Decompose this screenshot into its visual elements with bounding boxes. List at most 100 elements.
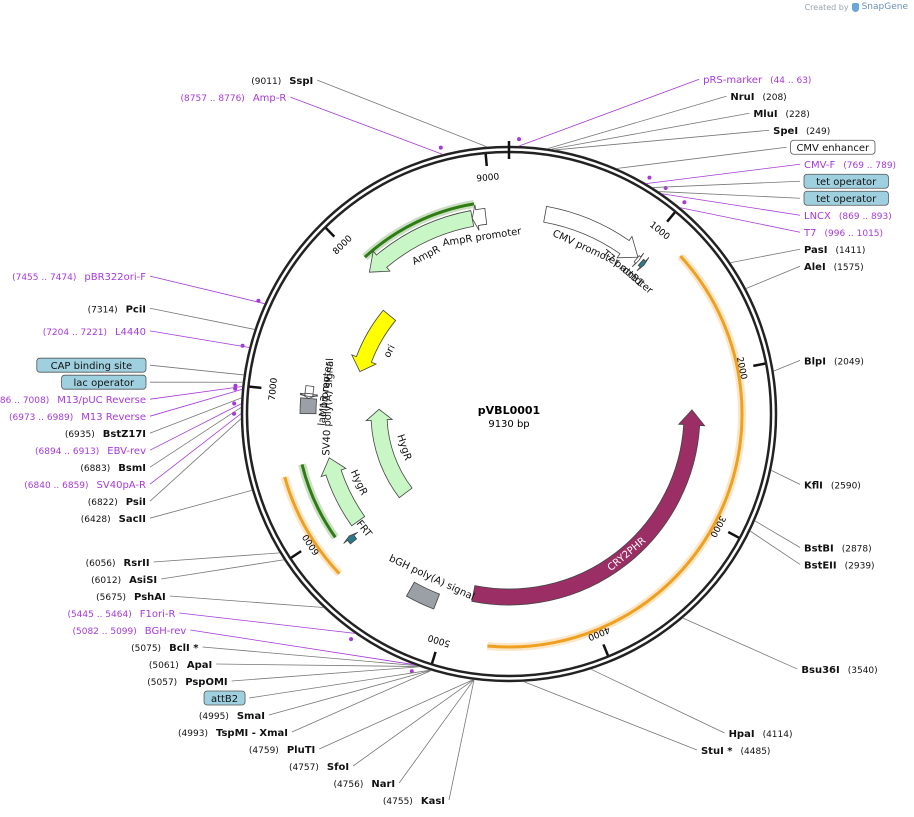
- feature-t7-promoter[interactable]: [631, 252, 645, 268]
- enzyme-label[interactable]: (4995)SmaI: [199, 711, 265, 722]
- leader-line: [518, 78, 700, 147]
- primer-label[interactable]: (6986 .. 7008)M13/pUC Reverse: [0, 395, 146, 406]
- enzyme-label[interactable]: (4757)SfoI: [289, 762, 349, 773]
- enzyme-label[interactable]: (6012)AsiSI: [91, 575, 157, 586]
- enzyme-label[interactable]: (4756)NarI: [333, 779, 395, 790]
- enzyme-label[interactable]: HpaI(4114): [729, 729, 793, 740]
- primer-site-marker: [256, 298, 261, 303]
- enzyme-label[interactable]: MluI(228): [753, 109, 809, 120]
- leader-line: [231, 666, 421, 682]
- enzyme-label[interactable]: (4755)KasI: [383, 796, 445, 807]
- enzyme-label[interactable]: (5061)ApaI: [149, 660, 212, 671]
- enzyme-label[interactable]: (5075)BclI *: [131, 643, 199, 654]
- primer-name: LNCX: [804, 211, 831, 222]
- primer-label[interactable]: (6840 .. 6859)SV40pA-R: [24, 480, 146, 491]
- primer-label[interactable]: T7(996 .. 1015): [803, 228, 883, 239]
- primer-label[interactable]: LNCX(869 .. 893): [804, 211, 892, 222]
- primer-name: CMV-F: [804, 160, 835, 171]
- enzyme-position: (6822): [88, 498, 118, 508]
- enzyme-label[interactable]: NruI(208): [730, 92, 786, 103]
- feature-ampr-promoter[interactable]: [471, 204, 488, 231]
- primer-name: pRS-marker: [703, 75, 763, 86]
- primer-label[interactable]: (5445 .. 5464)F1ori-R: [67, 609, 175, 620]
- primer-site-marker: [647, 175, 652, 180]
- feature-hygr[interactable]: [365, 408, 413, 499]
- tick-label: 1000: [647, 220, 671, 242]
- primer-label[interactable]: (6894 .. 6913)EBV-rev: [35, 446, 146, 457]
- enzyme-label[interactable]: BstEII(2939): [804, 560, 875, 571]
- feature-bgh-poly-a-signal[interactable]: [405, 581, 441, 610]
- primer-label[interactable]: (5082 .. 5099)BGH-rev: [72, 626, 186, 637]
- boxed-feature-label[interactable]: tet operator: [816, 194, 877, 205]
- leader-line: [268, 669, 431, 716]
- leader-line: [645, 163, 801, 184]
- enzyme-name: BstEII: [804, 560, 837, 571]
- enzyme-name: NarI: [371, 779, 395, 790]
- enzyme-label[interactable]: BstBI(2878): [804, 543, 872, 554]
- enzyme-label[interactable]: (7314)PciI: [88, 304, 146, 315]
- feature-box: [803, 190, 889, 206]
- enzyme-label[interactable]: (6935)BstZ17I: [65, 429, 146, 440]
- primer-label[interactable]: (6973 .. 6989)M13 Reverse: [9, 412, 146, 423]
- primer-label[interactable]: (7455 .. 7474)pBR322ori-F: [12, 272, 146, 283]
- enzyme-name: NruI: [730, 92, 754, 103]
- enzyme-label[interactable]: PasI(1411): [804, 245, 865, 256]
- enzyme-position: (3540): [848, 666, 878, 676]
- feature-m13-rev[interactable]: [299, 392, 318, 397]
- primer-site-marker: [409, 669, 414, 674]
- boxed-feature-label[interactable]: CMV enhancer: [796, 143, 870, 154]
- feature-hygr[interactable]: [320, 457, 366, 527]
- tick-label: 2000: [734, 356, 748, 381]
- primer-label[interactable]: pRS-marker(44 .. 63): [703, 75, 811, 86]
- enzyme-label[interactable]: Bsu36I(3540): [801, 665, 877, 676]
- enzyme-name: AsiSI: [129, 575, 157, 586]
- enzyme-position: (5075): [131, 644, 161, 654]
- leader-line: [149, 364, 244, 376]
- boxed-feature-label[interactable]: attB2: [211, 694, 238, 705]
- enzyme-label[interactable]: (6883)BsmI: [80, 463, 146, 474]
- leader-line: [169, 595, 324, 608]
- enzyme-name: PshAI: [134, 592, 166, 603]
- boxed-feature-label[interactable]: CAP binding site: [51, 361, 133, 372]
- leader-line: [149, 413, 242, 485]
- enzyme-label[interactable]: KflI(2590): [804, 480, 861, 491]
- primer-range: (6973 .. 6989): [9, 413, 73, 423]
- boxed-feature-label[interactable]: lac operator: [74, 378, 135, 389]
- feature-ori[interactable]: [350, 309, 397, 373]
- enzyme-label[interactable]: (9011)SspI: [251, 76, 313, 87]
- enzyme-name: AleI: [804, 262, 826, 273]
- enzyme-label[interactable]: BlpI(2049): [804, 356, 864, 367]
- primer-label[interactable]: (7204 .. 7221)L4440: [43, 327, 146, 338]
- credit-brand: SnapGene: [861, 2, 908, 12]
- tick-mark: [430, 651, 437, 664]
- boxed-feature-label[interactable]: tet operator: [816, 177, 877, 188]
- enzyme-label[interactable]: SpeI(249): [773, 126, 830, 137]
- orf-arc: [363, 202, 475, 259]
- primer-name: BGH-rev: [145, 626, 187, 637]
- enzyme-label[interactable]: AleI(1575): [804, 262, 864, 273]
- leader-line: [773, 360, 801, 372]
- primer-label[interactable]: CMV-F(769 .. 789): [804, 160, 896, 171]
- primer-name: SV40pA-R: [97, 480, 146, 491]
- enzyme-position: (9011): [251, 77, 281, 87]
- credit-prefix: Created by: [804, 2, 849, 12]
- enzyme-label[interactable]: (6056)RsrII: [86, 558, 150, 569]
- feature-cmv-promoter[interactable]: [543, 205, 639, 259]
- leader-line-layer: [149, 78, 801, 801]
- leader-line: [248, 669, 431, 699]
- feature-attb1[interactable]: [636, 257, 650, 272]
- enzyme-label[interactable]: (5057)PspOMI: [147, 677, 227, 688]
- enzyme-label[interactable]: (6822)PsiI: [88, 497, 146, 508]
- enzyme-label[interactable]: (4993)TspMI - XmaI: [178, 728, 288, 739]
- primer-label[interactable]: (8757 .. 8776)Amp-R: [181, 93, 287, 104]
- enzyme-label[interactable]: (4759)PluTI: [249, 745, 315, 756]
- feature-frt[interactable]: [343, 531, 359, 545]
- feature-sv40-poly-a-signal[interactable]: [299, 397, 318, 415]
- feature-cry2phr[interactable]: [471, 409, 706, 606]
- enzyme-name: SpeI: [773, 126, 798, 137]
- leader-line: [754, 520, 801, 548]
- enzyme-label[interactable]: StuI *(4485): [701, 746, 770, 757]
- enzyme-label[interactable]: (5675)PshAI: [96, 592, 166, 603]
- enzyme-label[interactable]: (6428)SacII: [81, 514, 146, 525]
- tick-mark: [727, 530, 740, 539]
